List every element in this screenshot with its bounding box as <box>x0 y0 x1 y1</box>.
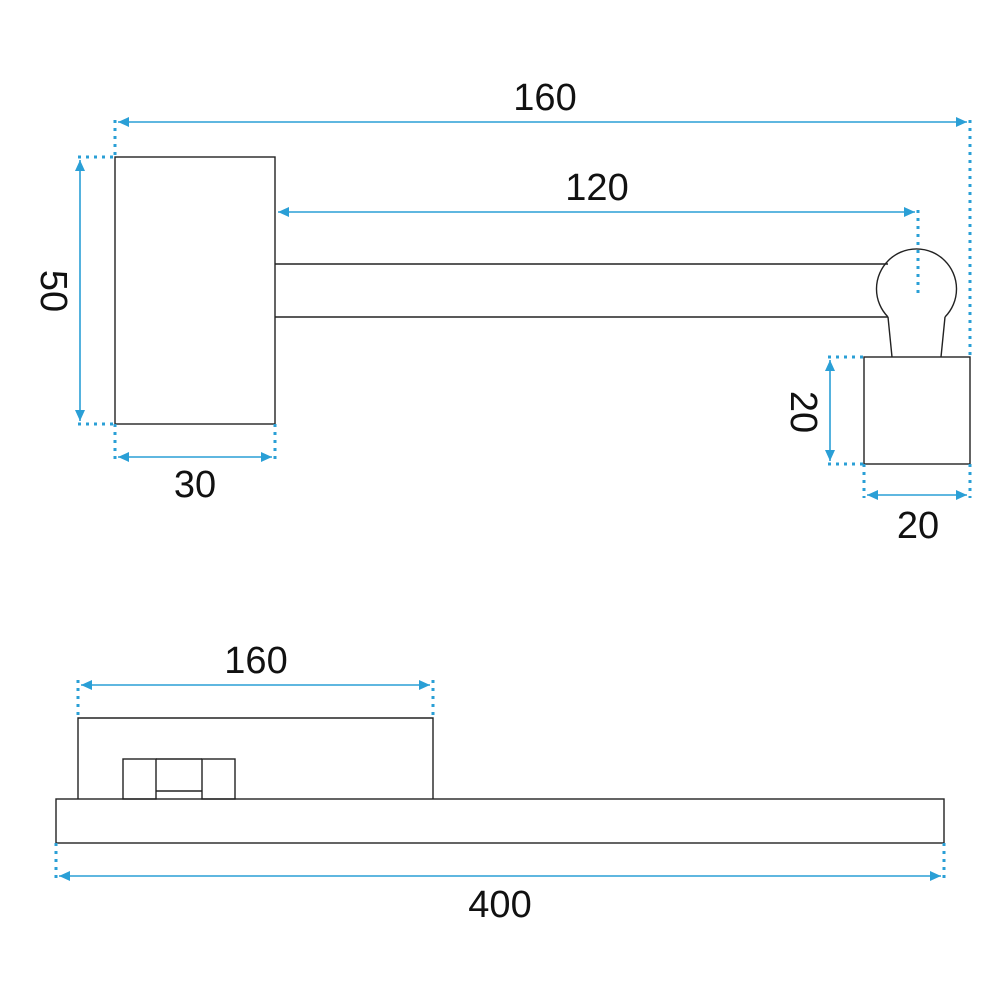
lamp-bar <box>55 798 945 844</box>
dim-base-width-label: 30 <box>174 464 216 506</box>
dim-arm-length-label: 120 <box>565 167 628 209</box>
dim-head-height-label: 20 <box>782 391 824 433</box>
mounting-plate <box>77 717 434 799</box>
top-view: 160 120 50 30 20 20 <box>32 77 972 547</box>
lamp-head-block <box>863 356 971 465</box>
dim-overall-width-label: 160 <box>513 77 576 119</box>
side-view: 160 400 <box>54 640 946 926</box>
joint-ball <box>875 248 958 318</box>
arm-rod <box>275 263 888 318</box>
dim-fixture-length-label: 160 <box>224 640 287 682</box>
dim-total-length-label: 400 <box>468 884 531 926</box>
joint-neck <box>887 316 946 358</box>
extension-lines <box>78 120 972 498</box>
side-extension-lines <box>54 680 946 878</box>
wall-base-block <box>114 156 276 425</box>
dim-base-height-label: 50 <box>32 270 74 312</box>
dim-head-width-label: 20 <box>897 505 939 547</box>
bracket-clip <box>122 758 236 800</box>
